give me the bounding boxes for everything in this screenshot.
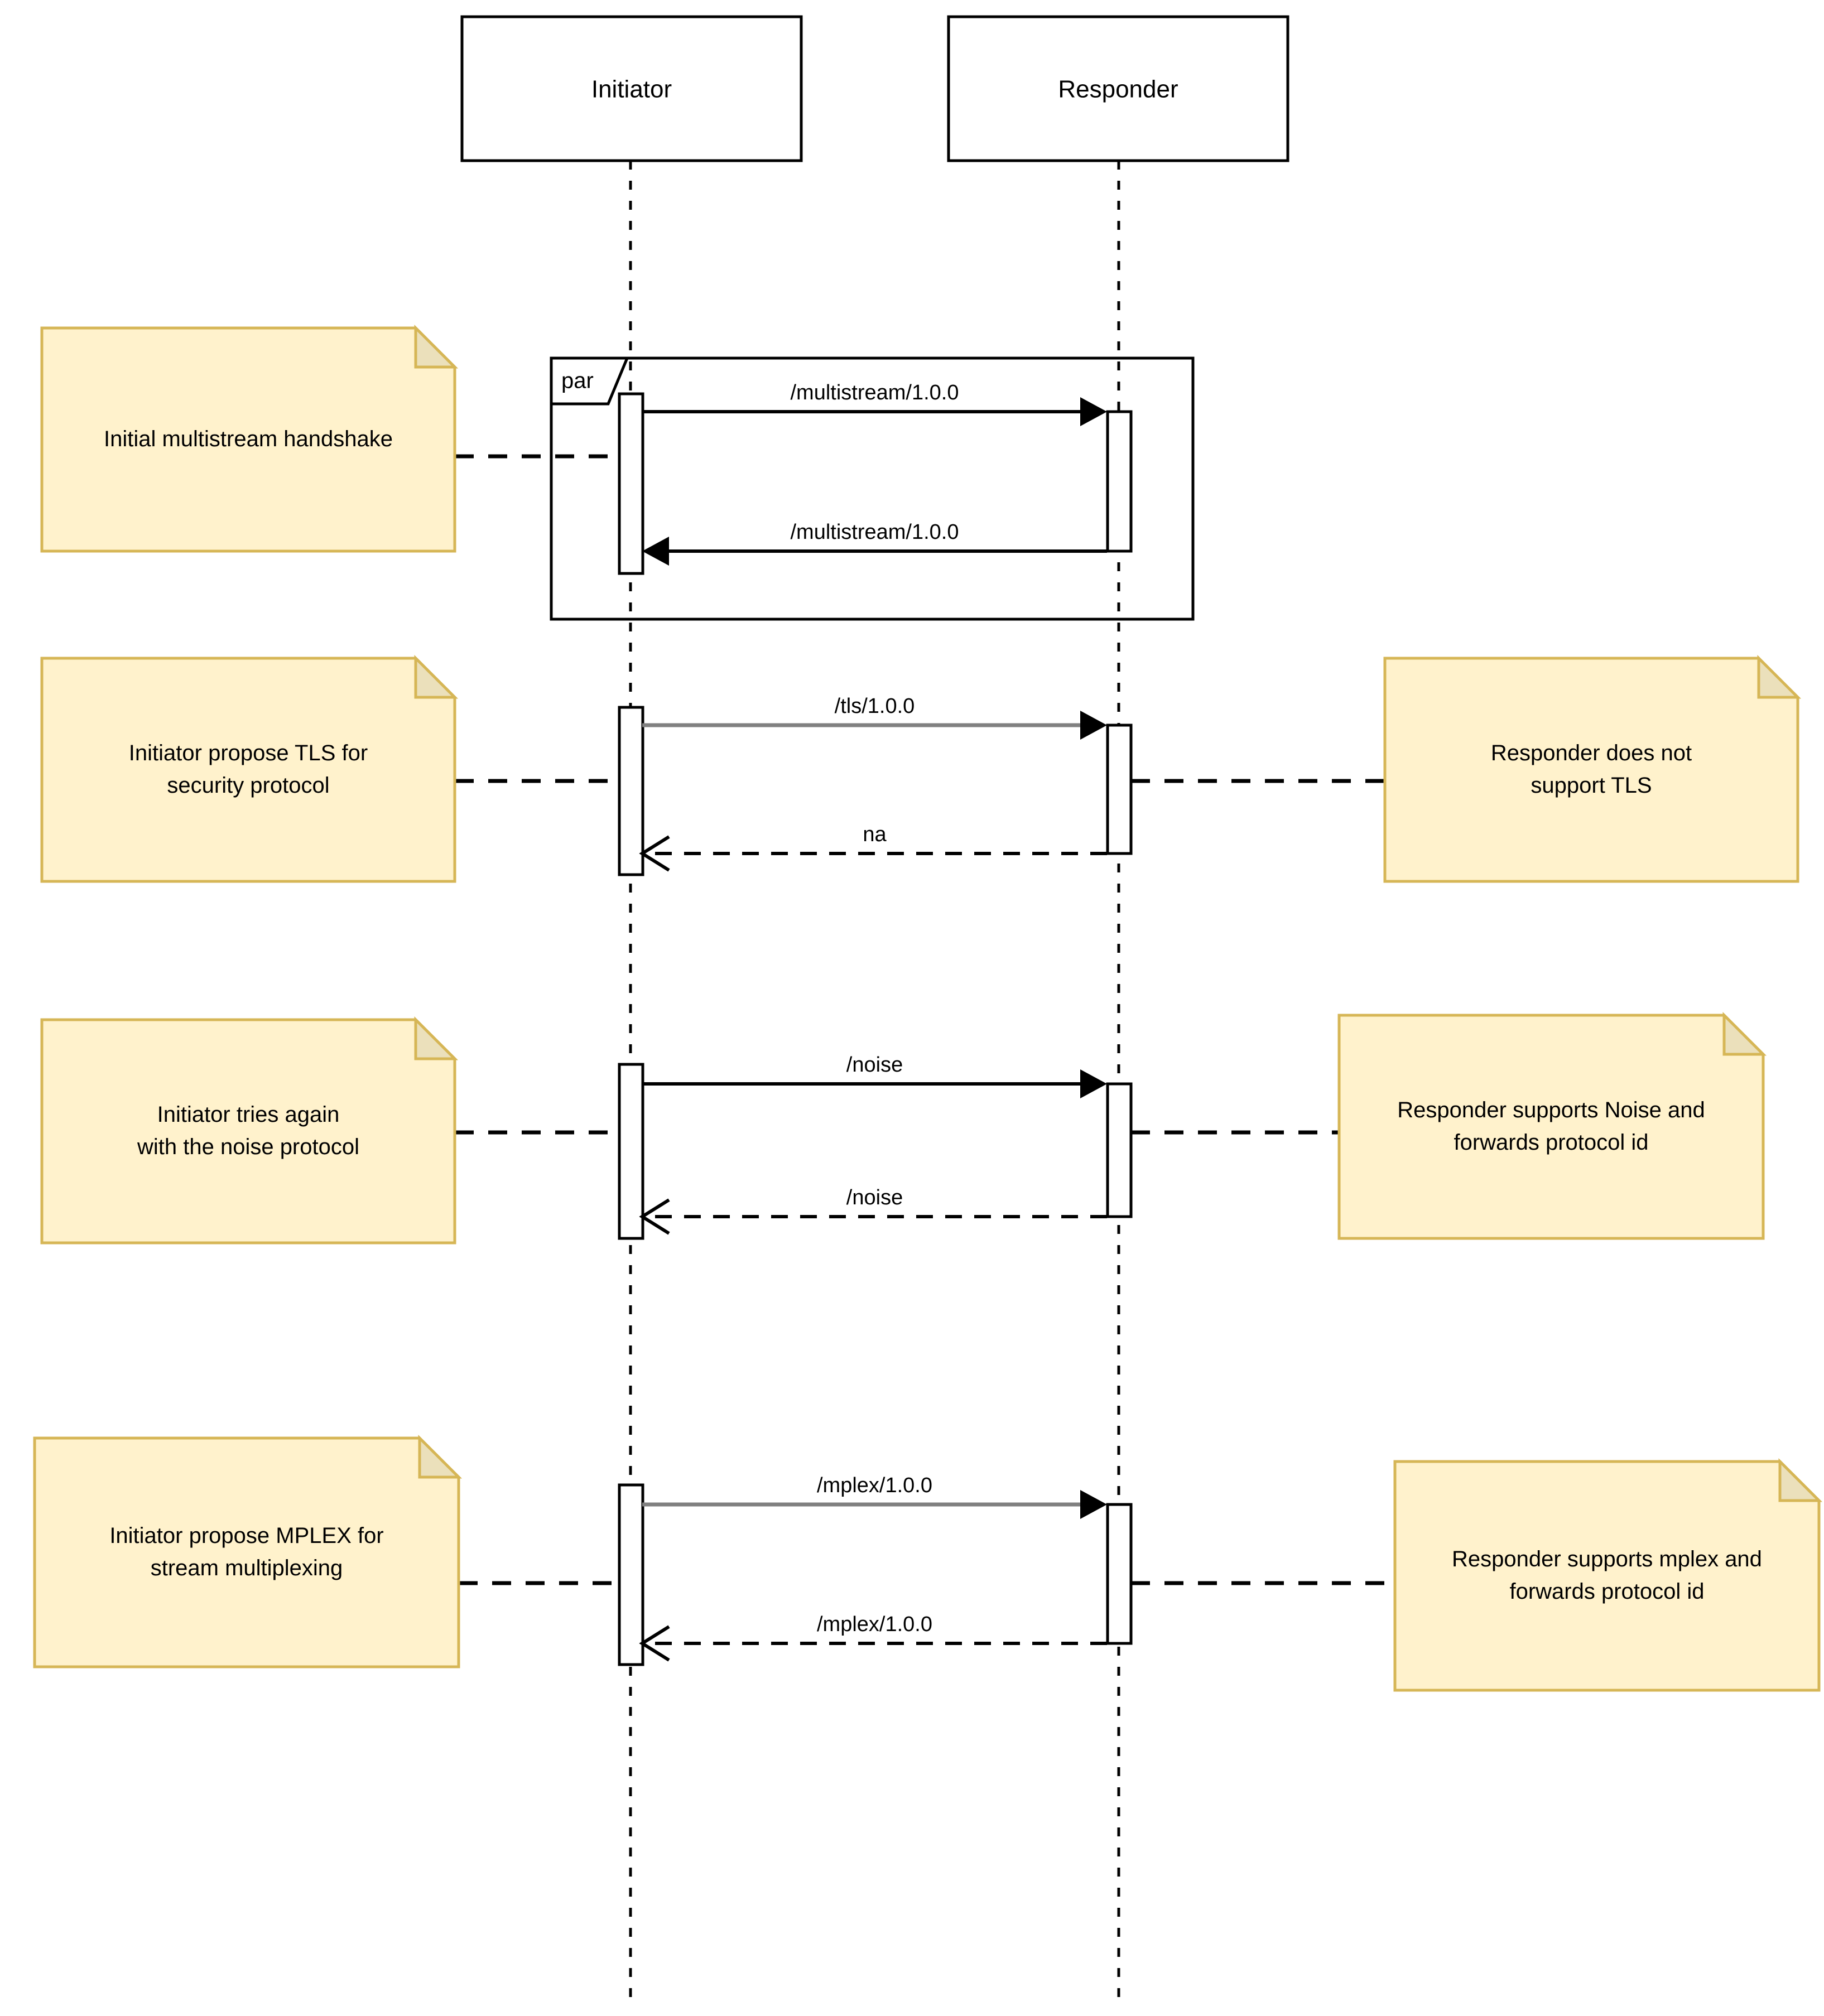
note-supports-noise[interactable]: Responder supports Noise and forwards pro…: [1337, 1011, 1767, 1240]
arrowhead-open-icon: [639, 1625, 670, 1662]
lifeline-box-responder: [947, 15, 1289, 162]
arrowhead-open-icon: [639, 835, 670, 872]
arrowhead-filled-icon: [1080, 1490, 1107, 1519]
arrowhead-filled-icon: [1080, 711, 1107, 740]
message-m7[interactable]: /mplex/1.0.0: [642, 1474, 1107, 1519]
note-text-line: forwards protocol id: [1509, 1579, 1704, 1604]
par-fragment-tab: [550, 356, 629, 406]
activation-bar-responder: [1106, 1082, 1133, 1218]
par-fragment[interactable]: par: [550, 356, 1195, 621]
arrowhead-filled-icon: [1080, 397, 1107, 426]
note-text-line: Initial multistream handshake: [104, 427, 393, 451]
note-fold-corner-icon: [414, 324, 459, 369]
activation-bar-responder: [1106, 724, 1133, 855]
note-fold-corner-icon: [1778, 1458, 1823, 1502]
note-body: [40, 326, 456, 553]
lifeline-label-responder: Responder: [1058, 76, 1178, 103]
lifeline-label-initiator: Initiator: [591, 76, 672, 103]
messages: /multistream/1.0.0/multistream/1.0.0/tls…: [639, 381, 1107, 1662]
note-body: [1383, 657, 1799, 883]
par-fragment-box: [550, 356, 1195, 621]
message-label: /multistream/1.0.0: [791, 381, 959, 404]
activation-bars: [618, 392, 1133, 1666]
note-fold-corner-icon: [414, 654, 459, 699]
note-body: [40, 657, 456, 883]
lifeline-header-initiator[interactable]: Initiator: [460, 15, 803, 162]
par-fragment-label: par: [561, 369, 594, 393]
activation-bar-initiator: [618, 1063, 644, 1240]
note-text-line: security protocol: [167, 773, 329, 798]
note-propose-tls[interactable]: Initiator propose TLS for security protoc…: [40, 654, 459, 883]
message-m5[interactable]: /noise: [642, 1053, 1107, 1098]
message-label: na: [863, 823, 887, 846]
note-text-line: stream multiplexing: [151, 1556, 343, 1580]
message-m8[interactable]: /mplex/1.0.0: [639, 1613, 1107, 1662]
activation-bar-initiator: [618, 392, 644, 575]
arrowhead-filled-icon: [642, 537, 669, 566]
message-m4[interactable]: na: [639, 823, 1107, 872]
note-text-line: Responder supports Noise and: [1397, 1098, 1705, 1122]
note-connectors: [455, 454, 1395, 1585]
lifeline-box-initiator: [460, 15, 803, 162]
note-fold-corner-icon: [418, 1434, 463, 1479]
note-retry-noise[interactable]: Initiator tries again with the noise prot…: [40, 1016, 459, 1245]
note-fold-corner-icon: [1757, 654, 1802, 699]
note-body: [1337, 1014, 1765, 1240]
note-text-line: Responder supports mplex and: [1452, 1547, 1762, 1571]
message-label: /mplex/1.0.0: [817, 1474, 932, 1497]
arrowhead-open-icon: [639, 1198, 670, 1235]
note-body: [40, 1018, 456, 1245]
note-text-line: support TLS: [1531, 773, 1652, 798]
note-text-line: forwards protocol id: [1454, 1130, 1648, 1155]
note-no-tls[interactable]: Responder does not support TLS: [1383, 654, 1802, 883]
note-text-line: Initiator propose MPLEX for: [109, 1523, 383, 1548]
note-supports-mplex[interactable]: Responder supports mplex and forwards pro…: [1393, 1458, 1823, 1692]
note-body: [1393, 1460, 1821, 1692]
arrowhead-filled-icon: [1080, 1069, 1107, 1098]
lifeline-header-responder[interactable]: Responder: [947, 15, 1289, 162]
activation-bar-initiator: [618, 706, 644, 876]
note-fold-corner-icon: [1722, 1011, 1767, 1056]
message-m2[interactable]: /multistream/1.0.0: [642, 520, 1107, 566]
note-text-line: with the noise protocol: [137, 1135, 359, 1159]
activation-bar-responder: [1106, 1503, 1133, 1645]
lifeline-lines: [629, 161, 1120, 2003]
note-handshake[interactable]: Initial multistream handshake: [40, 324, 459, 553]
message-m1[interactable]: /multistream/1.0.0: [642, 381, 1107, 426]
note-text-line: Responder does not: [1491, 741, 1692, 765]
activation-bar-initiator: [618, 1483, 644, 1666]
note-body: [33, 1436, 460, 1668]
message-m6[interactable]: /noise: [639, 1186, 1107, 1235]
note-text-line: Initiator tries again: [157, 1102, 340, 1127]
message-m3[interactable]: /tls/1.0.0: [642, 694, 1107, 740]
note-propose-mplex[interactable]: Initiator propose MPLEX for stream multip…: [33, 1434, 463, 1668]
lifeline-headers: Initiator Responder: [460, 15, 1289, 162]
activation-bar-responder: [1106, 410, 1133, 553]
message-label: /multistream/1.0.0: [791, 520, 959, 544]
note-fold-corner-icon: [414, 1016, 459, 1060]
message-label: /mplex/1.0.0: [817, 1613, 932, 1636]
message-label: /noise: [846, 1186, 903, 1209]
message-label: /tls/1.0.0: [835, 694, 915, 718]
message-label: /noise: [846, 1053, 903, 1077]
note-text-line: Initiator propose TLS for: [129, 741, 368, 765]
